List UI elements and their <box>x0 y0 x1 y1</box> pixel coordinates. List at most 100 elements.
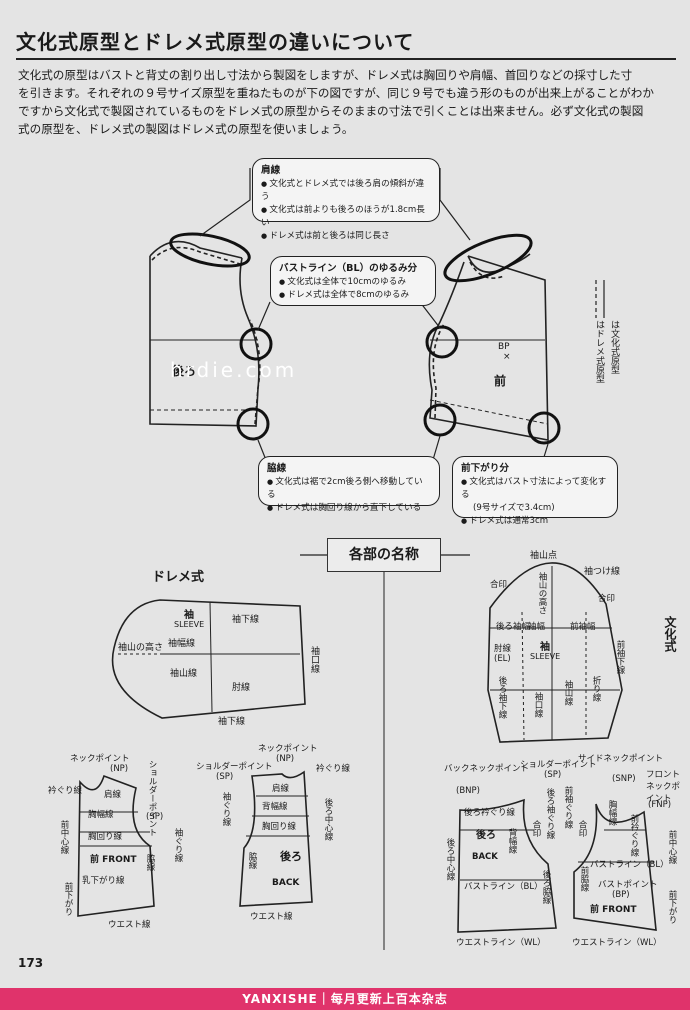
bunka-fnp: フロントネックポイント <box>646 770 681 804</box>
dreme-back-en: BACK <box>272 878 300 888</box>
dreme-cap-height: 袖山の高さ <box>118 643 164 653</box>
bunka-back-en: BACK <box>472 852 498 862</box>
dreme-sleeve-name: 袖 <box>184 610 194 621</box>
bunka-back-label: 後ろ <box>476 830 496 841</box>
page-title: 文化式原型とドレメ式原型の違いについて <box>16 30 415 54</box>
dreme-front-outline <box>77 774 155 917</box>
side-highlight-front <box>423 403 457 437</box>
bunka-back-notch: 合印 <box>531 820 541 837</box>
dreme-front-chest: 胸幅線 <box>88 810 114 820</box>
callout-item: (9号サイズで3.4cm) <box>473 503 555 513</box>
bunka-back-armhole: 後ろ袖ぐり線 <box>545 788 555 839</box>
callout-heading: バストライン（BL）のゆるみ分 <box>279 263 418 274</box>
dreme-width-line: 袖幅線 <box>168 639 196 649</box>
dreme-back-shoulder: 肩線 <box>272 784 290 794</box>
callout-item: 文化式とドレメ式では後ろ肩の傾斜が違う <box>261 178 431 204</box>
callout-shoulder: 肩線 文化式とドレメ式では後ろ肩の傾斜が違う 文化式は前よりも後ろのほうが1.8… <box>252 158 440 241</box>
bunka-back-bust: バストライン（BL） <box>464 882 543 892</box>
bunka-front-side: 前脇線 <box>579 866 589 892</box>
bunka-sp: ショルダーポイント <box>520 760 597 770</box>
bunka-cap-line: 袖山線 <box>563 680 573 706</box>
dreme-back-np-abbr: (NP) <box>276 754 295 764</box>
bp-label: BP <box>498 342 510 352</box>
dreme-front-label: 前 FRONT <box>90 855 137 865</box>
bunka-cap-height: 袖山の高さ <box>537 572 547 615</box>
bunka-chest-width: 胸幅線 <box>607 800 617 826</box>
bunka-sp-abbr: (SP) <box>544 770 562 780</box>
page-number: 173 <box>18 956 44 970</box>
bunka-bp-abbr: (BP) <box>612 890 630 900</box>
dreme-underarm-bottom: 袖下線 <box>218 717 246 727</box>
legend-solid: は文化式原型 <box>609 320 619 374</box>
dreme-back-width: 背幅線 <box>262 802 288 812</box>
callout-heading: 脇線 <box>267 463 287 474</box>
front-label: 前 <box>494 374 507 388</box>
dreme-front-np-abbr: (NP) <box>110 764 129 774</box>
dreme-cap-line: 袖山線 <box>170 669 198 679</box>
bunka-back-under: 後ろ袖下線 <box>497 676 507 719</box>
bunka-front-center: 前中心線 <box>667 830 677 864</box>
bunka-fnp-abbr: (FNP) <box>648 800 672 810</box>
callout-item: ドレメ式は前と後ろは同じ長さ <box>261 230 431 243</box>
dreme-hem-line: 袖口線 <box>309 646 319 673</box>
callout-item: 文化式は全体で10cmのゆるみ <box>279 276 427 289</box>
dreme-back-sp-abbr: (SP) <box>216 772 234 782</box>
callout-item: 文化式はバスト寸法によって変化する <box>461 476 609 502</box>
side-highlight-back <box>236 407 270 441</box>
dreme-front-neckline: 衿ぐり線 <box>48 786 83 796</box>
intro-line: 文化式の原型はバストと背丈の割り出し寸法から製図をしますが、ドレメ式は胸回りや肩… <box>18 68 633 82</box>
dreme-back-armhole: 袖ぐり線 <box>221 792 231 826</box>
dreme-front-bust: 胸回り線 <box>88 832 123 842</box>
dreme-underarm-top: 袖下線 <box>232 615 260 625</box>
bunka-back-width: 背幅線 <box>507 828 517 854</box>
dreme-front-waist: ウエスト線 <box>108 920 151 930</box>
legend-dashed: はドレメ式原型 <box>594 320 604 383</box>
bunka-notch-right: 合印 <box>598 594 616 604</box>
bunka-sleeve-outline <box>487 562 623 743</box>
bunka-front-drop: 前下がり <box>667 890 677 924</box>
bunka-title: 文化式 <box>663 616 677 652</box>
dreme-back-center: 後ろ中心線 <box>323 798 333 841</box>
callout-side-seam: 脇線 文化式は裾で2cm後ろ側へ移動している ドレメ式は胸回り線から直下している <box>258 456 440 513</box>
bunka-front-neckline: 前衿ぐり線 <box>629 814 639 857</box>
bunka-front-under: 前袖下線 <box>615 640 625 674</box>
title-row: 文化式原型とドレメ式原型の違いについて <box>16 24 676 60</box>
bunka-back-side: 後ろ脇線 <box>541 870 551 904</box>
callout-item: 文化式は裾で2cm後ろ側へ移動している <box>267 476 431 502</box>
bunka-fold-line: 折り線 <box>591 676 601 702</box>
bp-mark: × <box>503 352 511 362</box>
bunka-snp: サイドネックポイント <box>578 754 664 764</box>
drop-highlight-front <box>527 411 561 445</box>
bunka-notch-left: 合印 <box>490 580 508 590</box>
dreme-back-label: 後ろ <box>280 850 302 863</box>
bunka-cap-point: 袖山点 <box>530 551 558 561</box>
bunka-attach-line: 袖つけ線 <box>584 567 621 577</box>
section-title: 各部の名称 <box>327 538 441 572</box>
bunka-hem-line: 袖口線 <box>533 692 543 718</box>
dreme-sleeve-outline <box>111 599 306 719</box>
dreme-front-sp-abbr: (SP) <box>146 812 164 822</box>
dreme-front-center: 前中心線 <box>59 820 69 854</box>
dreme-back-waist: ウエスト線 <box>250 912 293 922</box>
intro-line: ですから文化式で製図されているものをドレメ式の原型からそのままの寸法で引くことは… <box>18 104 644 118</box>
bunka-back-center: 後ろ中心線 <box>445 838 455 881</box>
dreme-back-sp: ショルダーポイント <box>196 762 273 772</box>
dreme-sleeve-en: SLEEVE <box>174 620 205 629</box>
callout-bust-ease: バストライン（BL）のゆるみ分 文化式は全体で10cmのゆるみ ドレメ式は全体で… <box>270 256 436 306</box>
watermark: hrdie.com <box>170 358 298 382</box>
bunka-back-waist: ウエストライン（WL） <box>456 938 546 948</box>
dreme-elbow-line: 肘線 <box>232 683 251 693</box>
callout-item: ドレメ式は胸回り線から直下している <box>267 502 431 515</box>
dreme-front-sp: ショルダーポイント <box>147 760 157 837</box>
dreme-front-drop: 前下がり <box>63 882 73 916</box>
bunka-snp-abbr: (SNP) <box>612 774 636 784</box>
bunka-bnp-abbr: (BNP) <box>456 786 480 796</box>
bunka-front-waist: ウエストライン（WL） <box>572 938 662 948</box>
dreme-front-armhole: 袖ぐり線 <box>173 828 183 862</box>
intro-line: 式の原型を、ドレメ式の製図はドレメ式の原型を使いましょう。 <box>18 122 354 136</box>
dreme-back-bust: 胸回り線 <box>262 822 297 832</box>
callout-item: 文化式は前よりも後ろのほうが1.8cm長い <box>261 204 431 230</box>
bunka-front-width: 前袖幅 <box>570 622 596 632</box>
intro-line: を引きます。それぞれの９号サイズ原型を重ねたものが下の図ですが、同じ９号でも違う… <box>18 86 654 100</box>
bust-highlight-front <box>425 325 459 359</box>
